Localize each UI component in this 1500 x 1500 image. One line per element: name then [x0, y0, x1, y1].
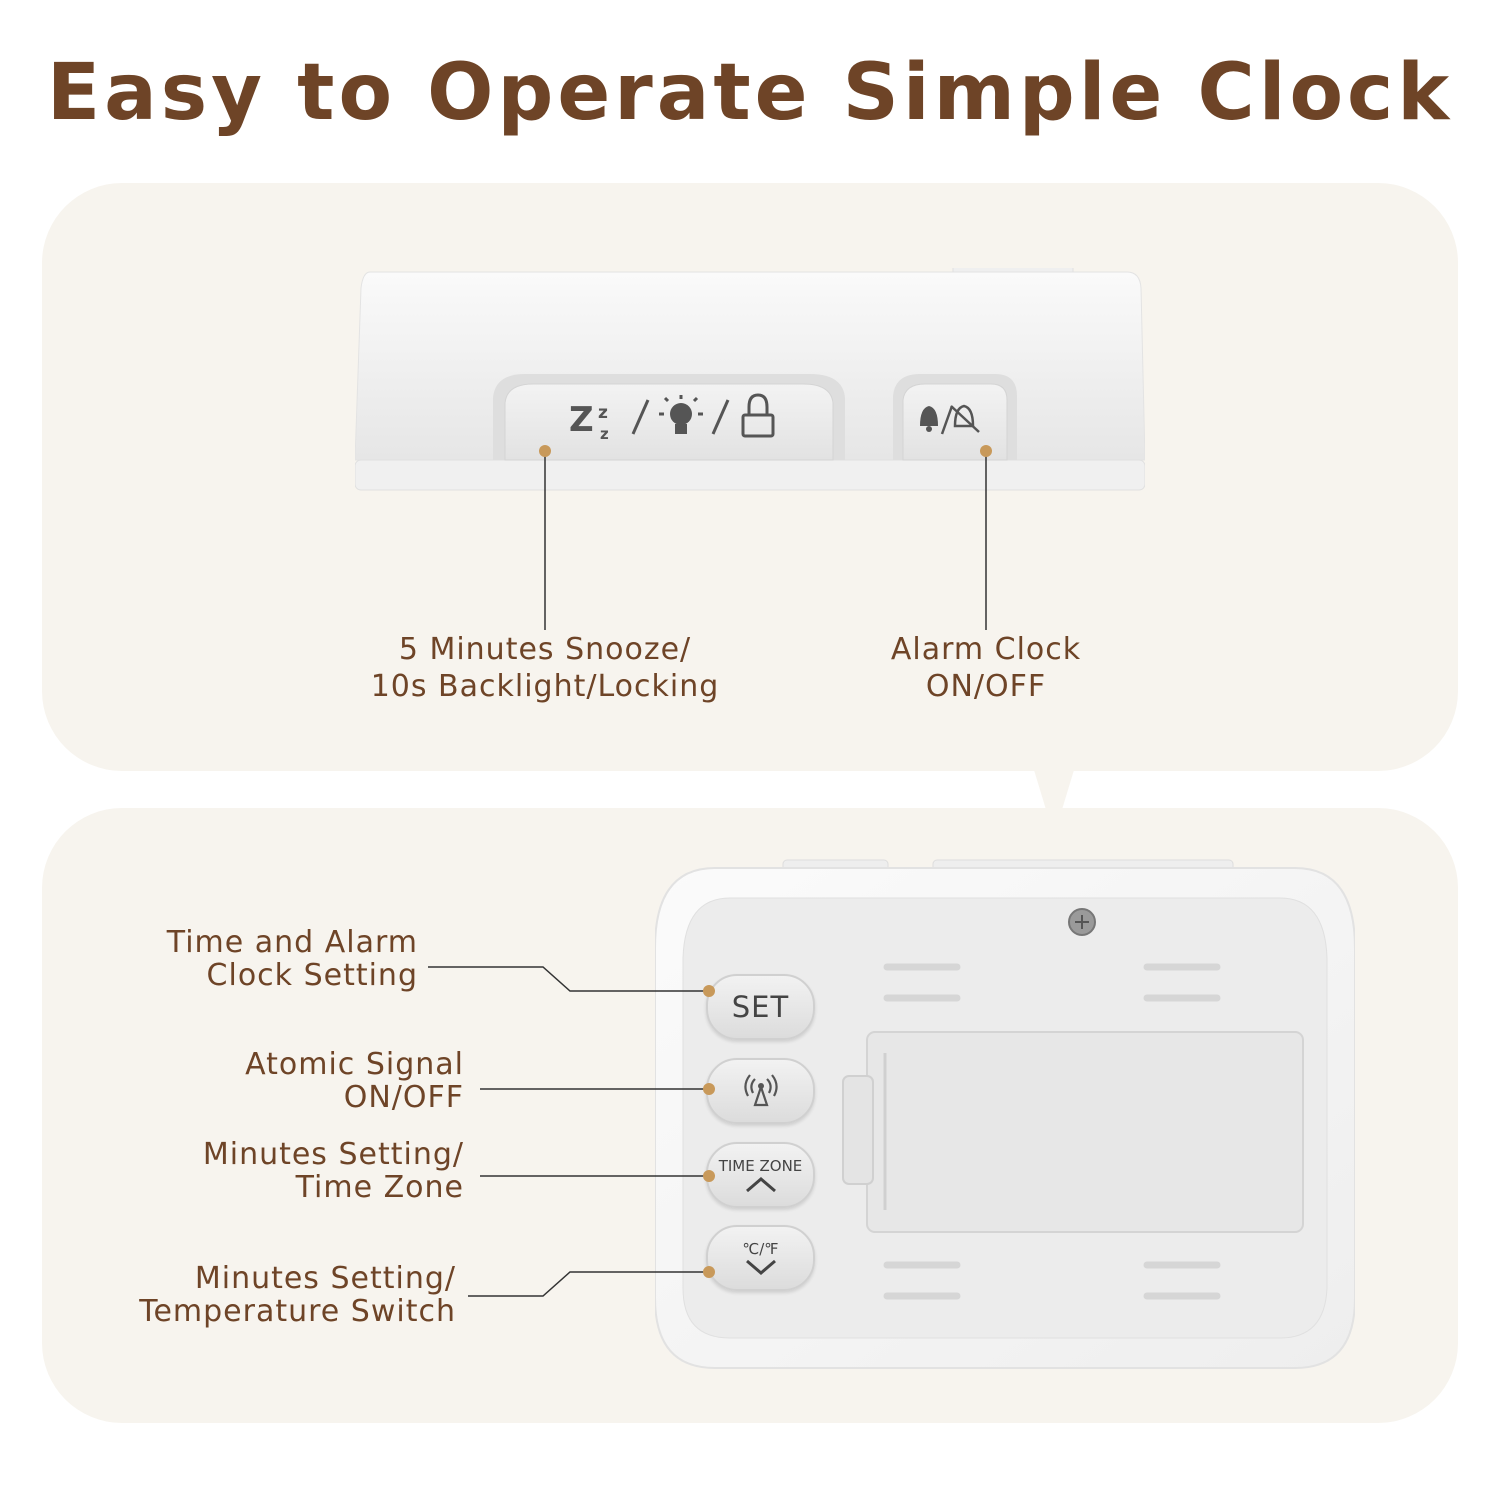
alarm-marker-dot — [980, 445, 992, 457]
alarm-label: Alarm Clock ON/OFF — [836, 631, 1136, 705]
chevron-up-icon — [745, 1177, 776, 1193]
set-label-line1: Time and Alarm — [166, 925, 418, 960]
atomic-label-line2: ON/OFF — [343, 1080, 464, 1115]
set-marker-dot — [703, 985, 715, 997]
svg-text:z: z — [598, 403, 608, 423]
zone-marker-dot — [703, 1170, 715, 1182]
clock-top-view: Z z z — [355, 268, 1145, 491]
time-zone-label: TIME ZONE — [718, 1157, 803, 1175]
snooze-label-line2: 10s Backlight/Locking — [370, 669, 720, 704]
alarm-label-line2: ON/OFF — [925, 669, 1047, 704]
zone-label: Minutes Setting/ Time Zone — [100, 1138, 464, 1204]
page-title: Easy to Operate Simple Clock — [46, 48, 1454, 138]
temp-unit-label: ℃/℉ — [742, 1240, 779, 1258]
temp-label-line2: Temperature Switch — [139, 1294, 456, 1329]
set-label: Time and Alarm Clock Setting — [100, 926, 418, 992]
svg-text:Z: Z — [569, 400, 594, 440]
atomic-signal-button[interactable] — [706, 1058, 815, 1124]
set-label-line2: Clock Setting — [206, 958, 418, 993]
temp-label: Minutes Setting/ Temperature Switch — [90, 1262, 456, 1328]
set-button-label: SET — [731, 990, 790, 1024]
temp-down-button[interactable]: ℃/℉ — [706, 1225, 815, 1291]
temp-label-line1: Minutes Setting/ — [194, 1261, 456, 1296]
chevron-down-icon — [745, 1259, 776, 1275]
zone-label-line2: Time Zone — [295, 1170, 464, 1205]
zone-label-line1: Minutes Setting/ — [202, 1137, 464, 1172]
atomic-marker-dot — [703, 1083, 715, 1095]
alarm-label-line1: Alarm Clock — [890, 632, 1082, 667]
snooze-marker-dot — [539, 445, 551, 457]
clock-back-view — [655, 859, 1355, 1369]
svg-text:z: z — [600, 425, 609, 443]
atomic-label-line1: Atomic Signal — [245, 1047, 464, 1082]
snooze-label: 5 Minutes Snooze/ 10s Backlight/Locking — [330, 631, 760, 705]
set-button[interactable]: SET — [706, 974, 815, 1040]
antenna-icon — [743, 1074, 778, 1107]
snooze-label-line1: 5 Minutes Snooze/ — [398, 632, 692, 667]
temp-marker-dot — [703, 1266, 715, 1278]
atomic-label: Atomic Signal ON/OFF — [100, 1048, 464, 1114]
